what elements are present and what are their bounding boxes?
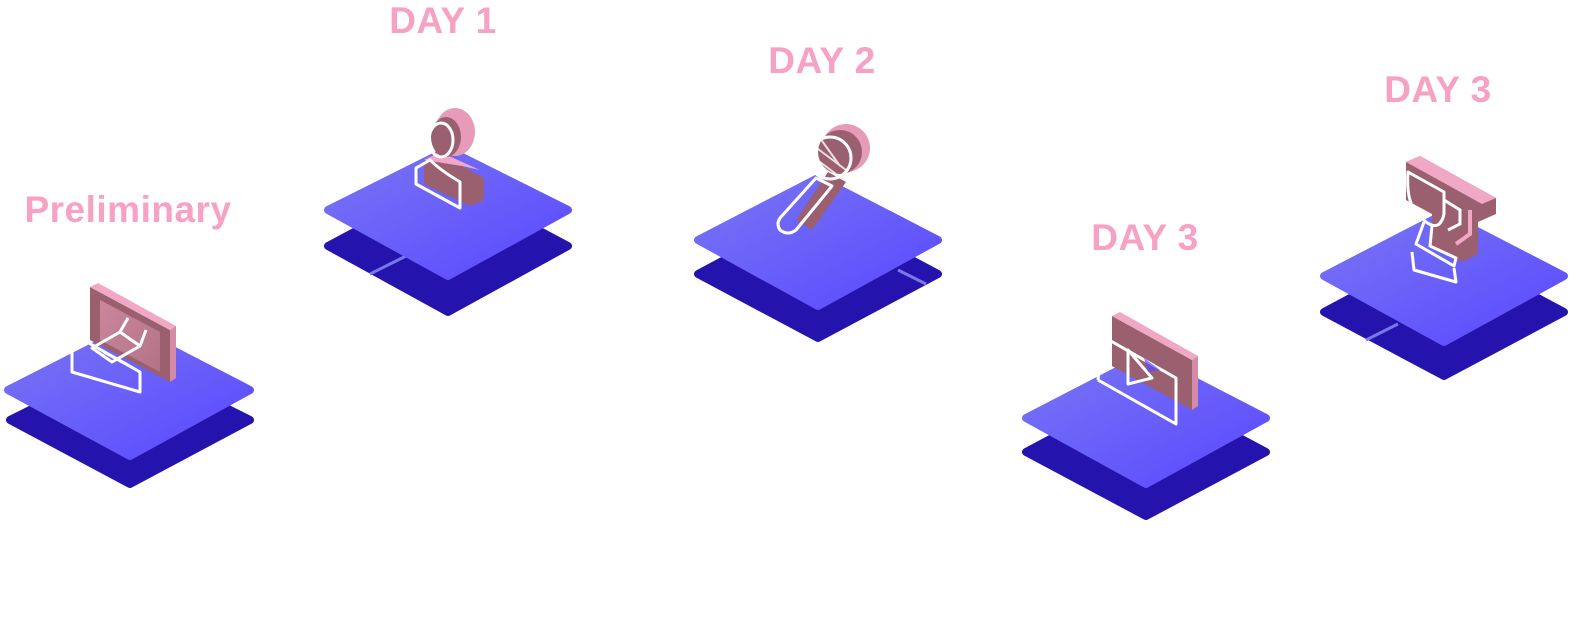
platform xyxy=(694,174,942,342)
stage-label-preliminary: Preliminary xyxy=(24,189,232,230)
stage-preliminary xyxy=(4,283,254,488)
stage-label-day-3-video: DAY 3 xyxy=(1091,217,1199,258)
microphone-icon xyxy=(776,124,870,235)
user-icon xyxy=(414,108,484,210)
platform xyxy=(324,146,572,316)
platform xyxy=(4,324,254,488)
platform xyxy=(1022,352,1270,520)
stage-day-3-trophy xyxy=(1320,156,1568,380)
stage-label-day-2: DAY 2 xyxy=(768,40,876,81)
video-play-icon xyxy=(1096,312,1198,426)
presentation-board-icon xyxy=(70,283,176,394)
stage-day-3-video xyxy=(1022,312,1270,520)
trophy-icon xyxy=(1406,156,1496,284)
stage-label-day-3-trophy: DAY 3 xyxy=(1384,69,1492,110)
stage-day-1 xyxy=(324,108,572,316)
stage-label-day-1: DAY 1 xyxy=(389,0,497,41)
stage-day-2 xyxy=(694,124,942,342)
